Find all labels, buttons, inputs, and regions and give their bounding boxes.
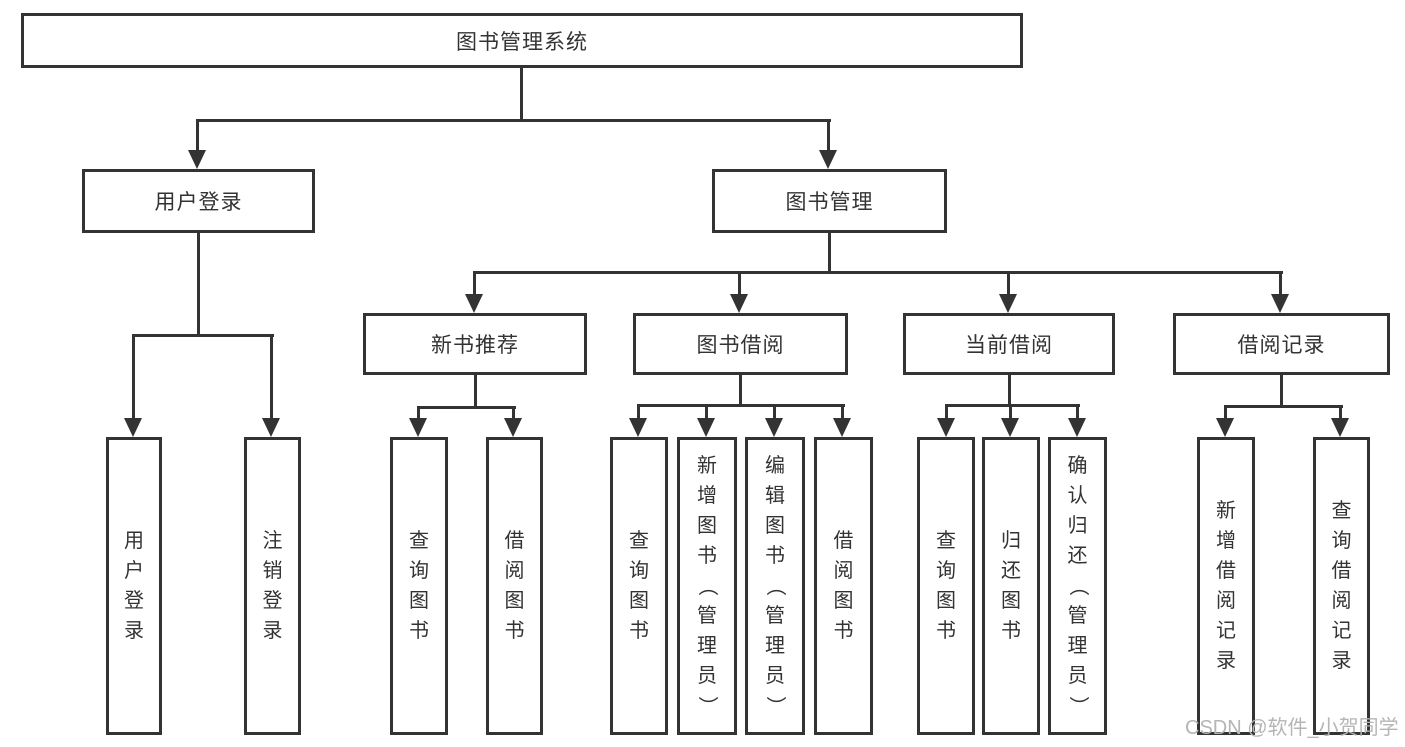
node-label: 归还图书 — [1001, 530, 1021, 642]
node-label: 用户登录 — [124, 530, 144, 642]
node-logout-leaf: 注销登录 — [244, 437, 301, 735]
connector-records-stem — [1280, 375, 1283, 408]
connector-book-mgmt-stem — [828, 233, 831, 274]
node-label: 查询图书 — [409, 530, 429, 642]
node-edit-book-admin: 编辑图书（管理员） — [745, 437, 805, 735]
node-confirm-return-admin: 确认归还（管理员） — [1048, 437, 1107, 735]
connector-current-split — [946, 404, 1080, 407]
arrow-to-borrow-records — [1271, 271, 1291, 313]
connector-borrow-split — [638, 404, 845, 407]
arrow-to-borrow-books-2 — [833, 404, 853, 437]
arrow-to-logout-leaf — [262, 334, 282, 437]
node-borrow-books-2: 借阅图书 — [814, 437, 873, 735]
node-label: 当前借阅 — [965, 334, 1053, 357]
connector-book-mgmt-split — [474, 271, 1283, 274]
node-label: 借阅图书 — [504, 530, 525, 642]
node-user-login-leaf: 用户登录 — [106, 437, 162, 735]
node-new-book-recommend: 新书推荐 — [363, 313, 587, 375]
node-query-books-2: 查询图书 — [610, 437, 668, 735]
connector-user-login-stem — [197, 233, 200, 335]
connector-borrow-stem — [739, 375, 742, 407]
connector-records-split — [1225, 405, 1343, 408]
arrow-to-edit-book — [765, 404, 785, 437]
arrow-to-new-book-recommend — [465, 271, 485, 313]
arrow-to-user-login-leaf — [124, 334, 144, 437]
arrow-to-user-login — [188, 119, 208, 169]
arrow-to-book-management — [819, 119, 839, 169]
node-label: 新增借阅记录 — [1216, 500, 1236, 672]
arrow-to-borrow-books-1 — [504, 406, 524, 437]
node-borrow-records: 借阅记录 — [1173, 313, 1390, 375]
node-label: 新书推荐 — [431, 334, 519, 357]
csdn-watermark: CSDN @软件_小贺同学 — [1185, 717, 1399, 739]
arrow-to-query-borrow-record — [1331, 405, 1351, 437]
arrow-to-query-books-3 — [937, 404, 957, 437]
node-label: 图书管理系统 — [456, 30, 588, 54]
arrow-to-current-borrow — [999, 271, 1019, 313]
arrow-to-add-borrow-record — [1216, 405, 1236, 437]
node-label: 确认归还（管理员） — [1066, 455, 1089, 716]
node-label: 查询借阅记录 — [1331, 500, 1352, 672]
node-current-borrow: 当前借阅 — [903, 313, 1115, 375]
arrow-to-query-books-2 — [629, 404, 649, 437]
node-label: 图书借阅 — [696, 334, 785, 357]
node-add-book-admin: 新增图书（管理员） — [677, 437, 737, 735]
node-query-books-3: 查询图书 — [917, 437, 975, 735]
node-label: 图书管理 — [785, 191, 874, 214]
connector-current-stem — [1008, 375, 1011, 407]
arrow-to-confirm-return — [1068, 404, 1088, 437]
arrow-to-book-borrow — [730, 271, 750, 313]
node-user-login: 用户登录 — [82, 169, 315, 233]
connector-user-login-split — [133, 334, 274, 337]
node-book-management: 图书管理 — [712, 169, 947, 233]
node-query-borrow-record: 查询借阅记录 — [1313, 437, 1370, 735]
node-label: 编辑图书（管理员） — [764, 455, 786, 716]
arrow-to-return-book — [1001, 404, 1021, 437]
node-query-books-1: 查询图书 — [390, 437, 448, 735]
arrow-to-add-book — [697, 404, 717, 437]
node-label: 借阅图书 — [833, 530, 854, 642]
connector-recommend-split — [418, 406, 516, 409]
connector-root-stem — [520, 67, 523, 120]
connector-recommend-stem — [474, 375, 477, 409]
node-add-borrow-record: 新增借阅记录 — [1197, 437, 1255, 735]
node-return-book: 归还图书 — [982, 437, 1040, 735]
node-borrow-books-1: 借阅图书 — [486, 437, 543, 735]
node-label: 用户登录 — [154, 191, 243, 214]
node-label: 注销登录 — [262, 530, 283, 642]
connector-root-split — [197, 119, 831, 122]
node-label: 查询图书 — [629, 530, 649, 642]
node-library-management-system: 图书管理系统 — [21, 13, 1023, 68]
node-label: 查询图书 — [936, 530, 956, 642]
node-label: 新增图书（管理员） — [696, 455, 718, 716]
arrow-to-query-books-1 — [409, 406, 429, 437]
node-book-borrow: 图书借阅 — [633, 313, 848, 375]
node-label: 借阅记录 — [1237, 334, 1326, 357]
